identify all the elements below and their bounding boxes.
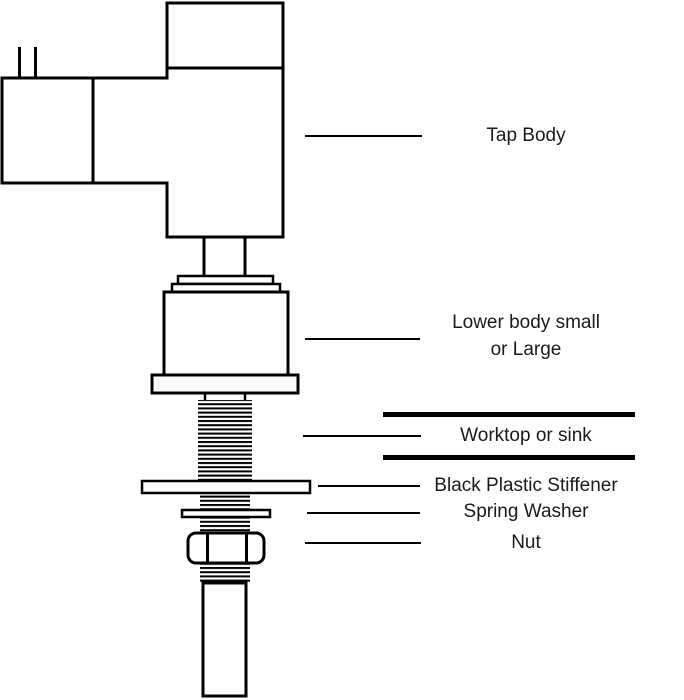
label-spring-washer: Spring Washer <box>463 501 589 522</box>
spring-washer <box>180 508 272 519</box>
base-flange <box>150 373 300 395</box>
worktop-bottom-surface-line <box>383 455 635 460</box>
lower-body <box>162 290 290 377</box>
label-stiffener: Black Plastic Stiffener <box>434 475 618 496</box>
label-tap-body: Tap Body <box>486 125 566 146</box>
tap-body-outline <box>0 1 285 239</box>
threaded-shank-upper <box>198 400 252 481</box>
worktop-top-surface-line <box>383 412 635 417</box>
stiffener-plate <box>140 479 312 495</box>
label-lower-body-line2: or Large <box>490 339 562 360</box>
threaded-shank-mid-1 <box>200 493 250 510</box>
label-lower-body: Lower body small or Large <box>395 309 657 363</box>
label-nut: Nut <box>511 532 541 553</box>
threaded-shank-lower <box>200 563 250 583</box>
threaded-shank-mid-2 <box>200 517 250 533</box>
nut-body <box>186 531 266 565</box>
label-worktop: Worktop or sink <box>460 425 592 446</box>
label-lower-body-line1: Lower body small <box>452 312 600 333</box>
tail-pipe <box>201 581 248 698</box>
